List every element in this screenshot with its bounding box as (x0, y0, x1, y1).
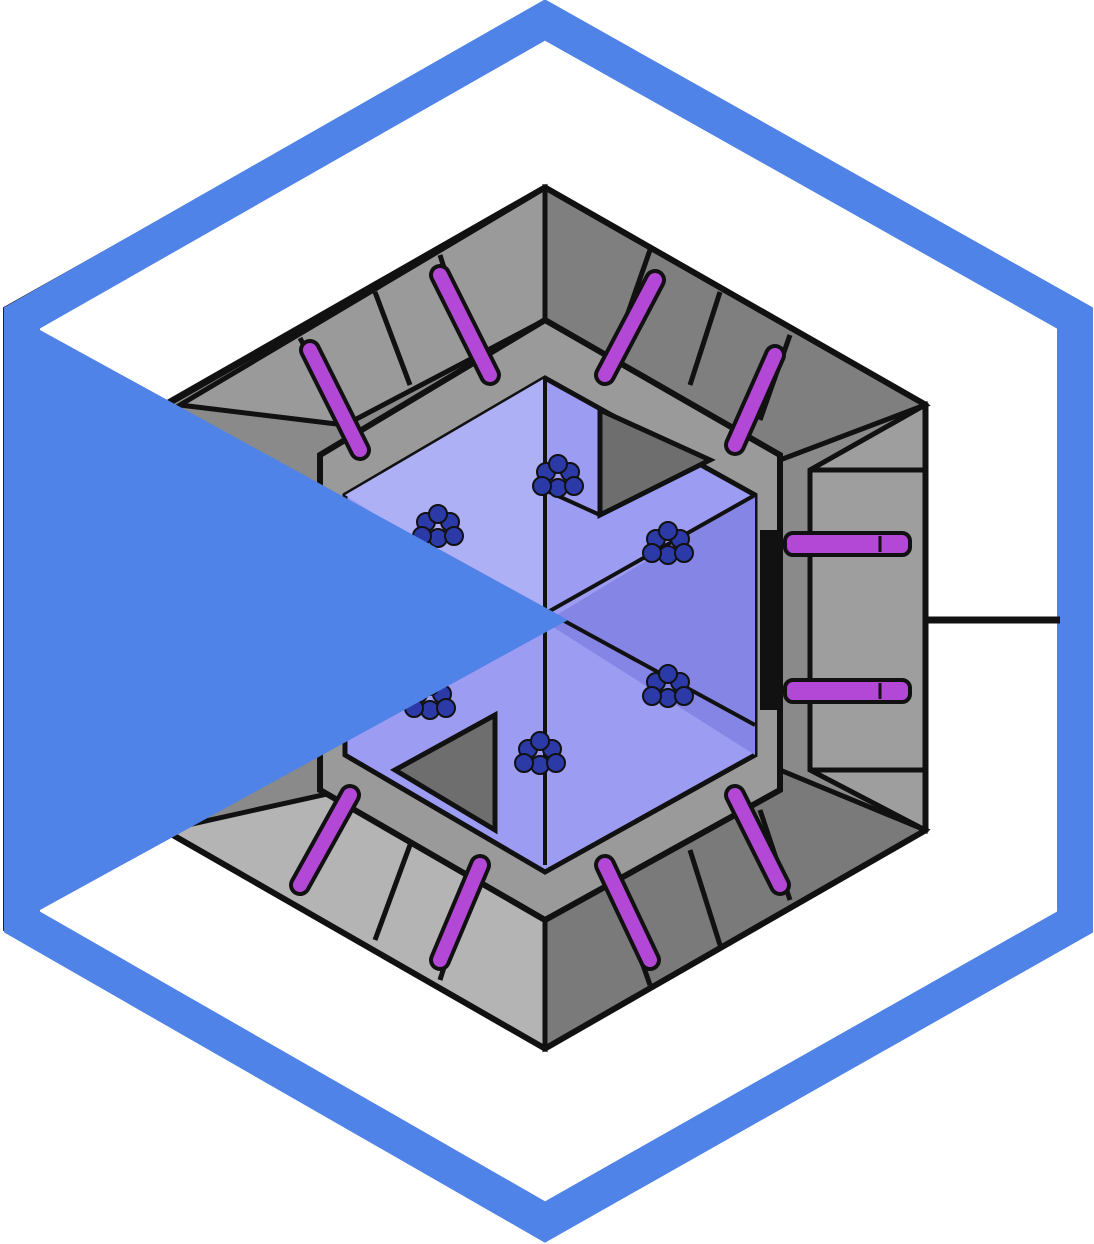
rod (433, 858, 487, 967)
blue-triangle (22, 318, 568, 910)
rod (303, 343, 367, 457)
right-rod-bottom (783, 678, 912, 704)
node-dot (436, 698, 456, 718)
rod (293, 788, 357, 892)
node-dot (674, 543, 694, 563)
node-dot (444, 526, 464, 546)
node-dot (532, 476, 552, 496)
dark-triangle-top (597, 406, 716, 520)
rod (433, 268, 497, 382)
node-dot (428, 504, 448, 524)
node-dot (564, 476, 584, 496)
node-dot (514, 753, 534, 773)
rod (728, 788, 787, 892)
magenta-rods (289, 264, 791, 971)
node-dot (658, 521, 678, 541)
node-dot (530, 731, 550, 751)
dark-triangle-bottom (389, 710, 498, 835)
core-top-facet (345, 378, 545, 622)
port-block (760, 530, 780, 710)
node-dot (658, 664, 678, 684)
rod (598, 273, 662, 382)
core-right-facet (545, 495, 755, 755)
node-dot (642, 543, 662, 563)
node-dot (674, 686, 694, 706)
node-dot (548, 454, 568, 474)
node-dot (546, 753, 566, 773)
rod (598, 858, 657, 967)
node-dot (642, 686, 662, 706)
right-rods (783, 531, 912, 704)
right-rod-top (783, 531, 912, 557)
rod (728, 348, 782, 452)
